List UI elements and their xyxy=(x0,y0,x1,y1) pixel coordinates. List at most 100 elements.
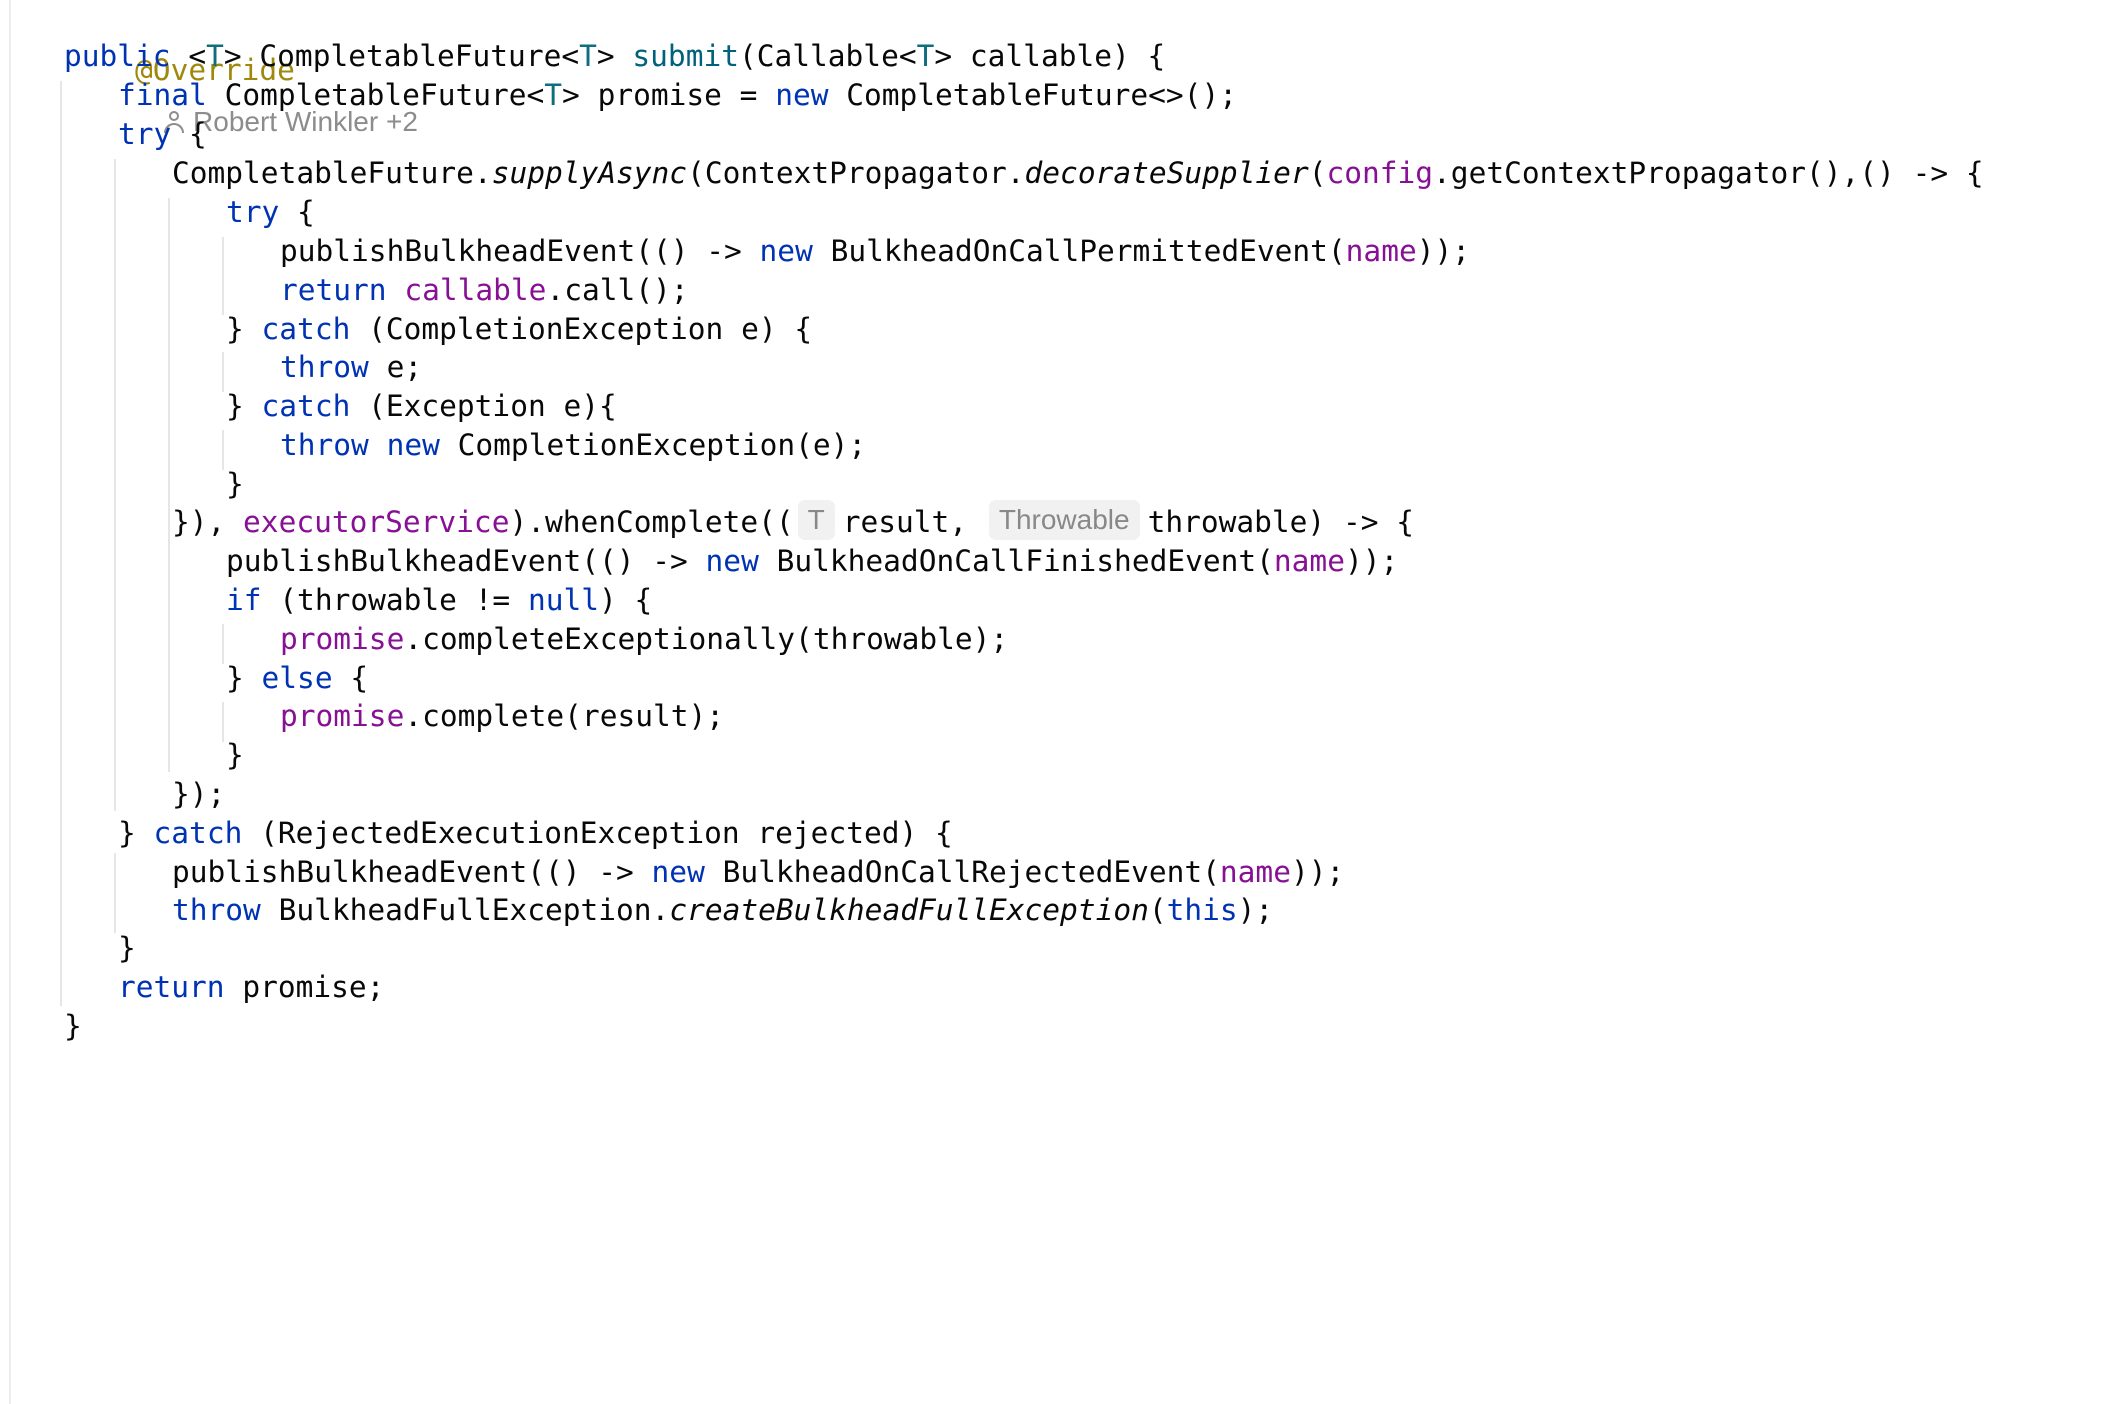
keyword-token: new xyxy=(759,234,813,268)
indent-guide xyxy=(222,624,224,664)
class-token: CompletableFuture xyxy=(259,39,562,73)
code-line[interactable]: return callable.call(); xyxy=(280,264,689,316)
plain-token: )); xyxy=(1290,855,1345,889)
plain-token: } xyxy=(118,816,154,850)
type-param-token: T xyxy=(916,39,935,73)
keyword-token: public xyxy=(64,39,171,73)
inlay-type-hint[interactable]: Throwable xyxy=(988,500,1140,540)
code-line[interactable]: }); xyxy=(172,768,225,820)
field-token: callable xyxy=(404,273,547,307)
keyword-token: return xyxy=(280,273,387,307)
keyword-token: new xyxy=(705,544,759,578)
keyword-token: this xyxy=(1166,893,1238,927)
plain-token: result, xyxy=(842,505,985,539)
static-method-token: supplyAsync xyxy=(491,156,688,190)
author-hint-label: Robert Winkler +2 xyxy=(193,106,418,137)
code-line[interactable]: try { xyxy=(226,186,315,238)
plain-token: { xyxy=(171,117,207,151)
code-line[interactable]: CompletableFuture.supplyAsync(ContextPro… xyxy=(172,147,1984,199)
code-line[interactable]: if (throwable != null) { xyxy=(226,574,652,626)
type-param-token: T xyxy=(206,39,224,73)
plain-token: > xyxy=(223,39,242,73)
plain-token: ).whenComplete(( xyxy=(509,505,794,539)
plain-token xyxy=(242,39,260,73)
code-line[interactable]: } xyxy=(64,1000,82,1052)
plain-token: < xyxy=(526,78,545,112)
code-line[interactable]: } xyxy=(118,922,136,974)
field-token: promise xyxy=(280,622,405,656)
keyword-token: new xyxy=(651,855,705,889)
code-line[interactable]: } catch (RejectedExecutionException reje… xyxy=(118,807,953,859)
plain-token: (Callable xyxy=(738,39,899,73)
plain-token: callable) { xyxy=(952,39,1166,73)
plain-token: )); xyxy=(1416,234,1471,268)
field-token: name xyxy=(1219,855,1291,889)
code-line[interactable]: @Override Robert Winkler +2 xyxy=(64,0,418,137)
keyword-token: final xyxy=(118,78,207,112)
plain-token: CompletionException(e); xyxy=(439,428,867,462)
code-line[interactable]: throw new CompletionException(e); xyxy=(280,419,866,471)
code-line[interactable]: public <T> CompletableFuture<T> submit(C… xyxy=(64,30,1165,82)
plain-token: BulkheadOnCallFinishedEvent( xyxy=(758,544,1274,578)
plain-token: (Exception e){ xyxy=(350,389,617,423)
plain-token: }); xyxy=(172,777,226,811)
keyword-token: catch xyxy=(153,816,243,850)
field-token: promise xyxy=(280,699,405,733)
code-line[interactable]: } xyxy=(226,729,244,781)
code-line[interactable]: publishBulkheadEvent(() -> new BulkheadO… xyxy=(226,535,1398,587)
code-line[interactable]: return promise; xyxy=(118,961,384,1013)
plain-token: promise; xyxy=(224,970,385,1004)
plain-token: ) { xyxy=(599,583,653,617)
plain-token: } xyxy=(226,389,262,423)
field-token: name xyxy=(1273,544,1345,578)
keyword-token: return xyxy=(118,970,225,1004)
indent-guide xyxy=(114,159,116,811)
code-line[interactable]: } xyxy=(226,458,244,510)
plain-token: BulkheadOnCallRejectedEvent( xyxy=(704,855,1220,889)
keyword-token: try xyxy=(118,117,172,151)
field-token: name xyxy=(1345,234,1417,268)
indent-guide xyxy=(114,853,116,933)
keyword-token: throw xyxy=(280,350,369,384)
indent-guide xyxy=(222,237,224,315)
static-method-token: createBulkheadFullException xyxy=(669,893,1149,927)
indent-guide xyxy=(222,702,224,742)
class-token: CompletableFuture xyxy=(224,78,527,112)
field-token: config xyxy=(1326,156,1434,190)
indent-guide xyxy=(168,198,170,772)
plain-token: } xyxy=(226,312,262,346)
code-line[interactable]: } catch (Exception e){ xyxy=(226,380,617,432)
plain-token: publishBulkheadEvent(() -> xyxy=(280,234,760,268)
code-line[interactable]: } catch (CompletionException e) { xyxy=(226,303,812,355)
static-method-token: decorateSupplier xyxy=(1024,156,1309,190)
editor-gutter-border xyxy=(9,0,11,1404)
code-line[interactable]: throw e; xyxy=(280,341,422,393)
code-line[interactable]: throw BulkheadFullException.createBulkhe… xyxy=(172,884,1273,936)
plain-token: > xyxy=(934,39,953,73)
plain-token: { xyxy=(279,195,315,229)
plain-token: > xyxy=(562,78,580,112)
plain-token: < xyxy=(561,39,580,73)
keyword-token: throw xyxy=(172,893,261,927)
inlay-type-hint[interactable]: T xyxy=(797,500,835,540)
indent-guide xyxy=(60,81,62,1006)
code-line[interactable]: publishBulkheadEvent(() -> new BulkheadO… xyxy=(280,225,1470,277)
plain-token: CompletableFuture. xyxy=(172,156,492,190)
plain-token: promise = xyxy=(579,78,776,112)
keyword-token: try xyxy=(226,195,280,229)
code-line[interactable]: promise.complete(result); xyxy=(280,690,724,742)
plain-token: < xyxy=(188,39,207,73)
plain-token: (RejectedExecutionException rejected) { xyxy=(242,816,953,850)
plain-token: CompletableFuture<>(); xyxy=(828,78,1237,112)
author-hint[interactable]: Robert Winkler +2 xyxy=(163,96,418,148)
keyword-token: if xyxy=(226,583,262,617)
plain-token: )); xyxy=(1344,544,1399,578)
plain-token xyxy=(615,39,633,73)
code-line[interactable]: final CompletableFuture<T> promise = new… xyxy=(118,69,1237,121)
code-line[interactable]: publishBulkheadEvent(() -> new BulkheadO… xyxy=(172,846,1344,898)
code-line[interactable]: promise.completeExceptionally(throwable)… xyxy=(280,613,1008,665)
code-line[interactable]: } else { xyxy=(226,652,368,704)
code-line[interactable]: try { xyxy=(118,108,207,160)
